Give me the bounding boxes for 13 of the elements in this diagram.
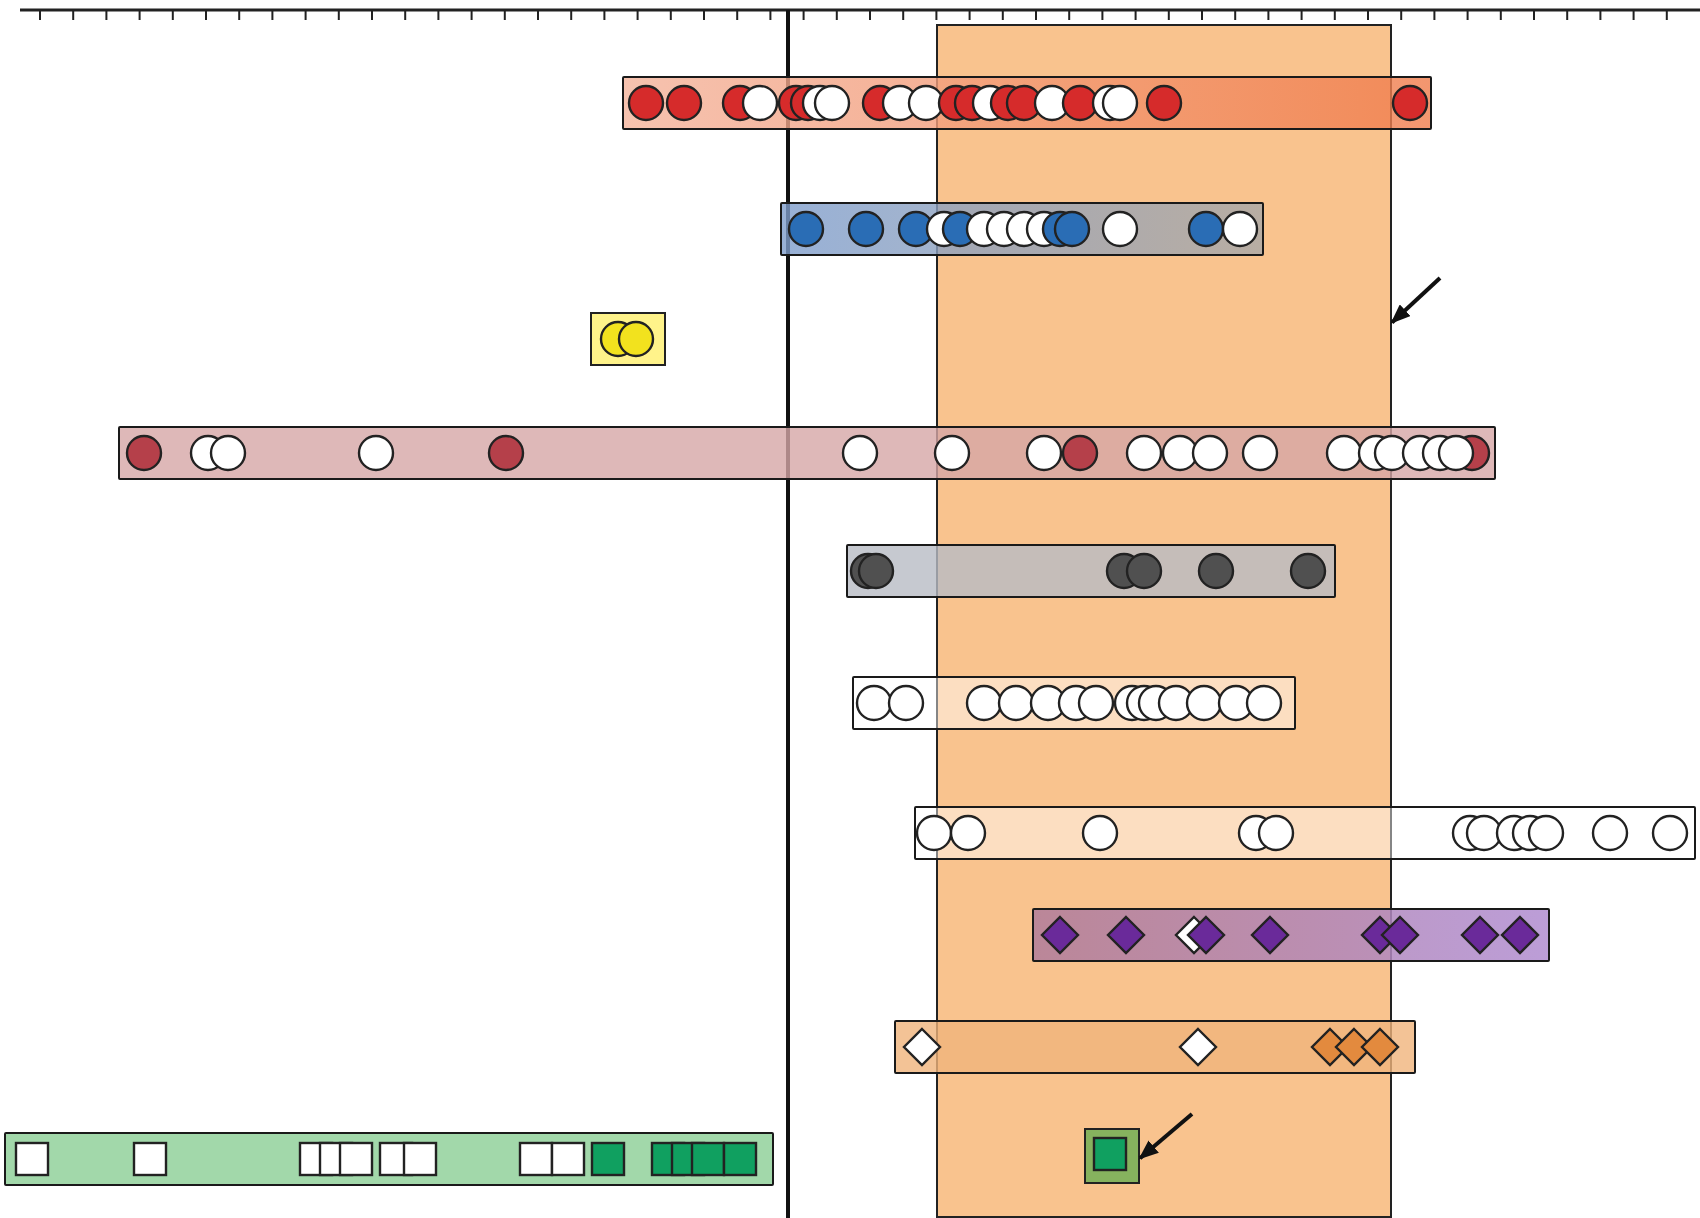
arrow (1138, 1112, 1194, 1160)
range-box (590, 312, 666, 366)
range-bar (846, 544, 1336, 598)
range-bar (118, 426, 1496, 480)
range-bar (852, 676, 1296, 730)
range-bar (780, 202, 1264, 256)
range-bar (622, 76, 1432, 130)
range-bar (894, 1020, 1416, 1074)
arrow (1390, 276, 1442, 324)
range-box (1083, 1127, 1139, 1183)
range-bar (1032, 908, 1550, 962)
range-bar (4, 1132, 774, 1186)
range-bar (914, 806, 1696, 860)
